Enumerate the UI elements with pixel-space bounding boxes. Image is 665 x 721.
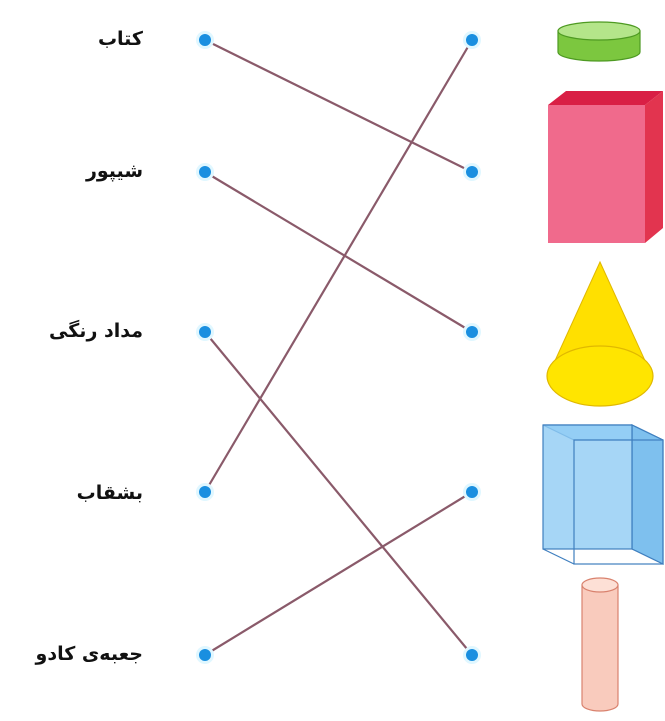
dot-tall-cylinder bbox=[466, 649, 478, 661]
word-label-plate: بشقاب bbox=[76, 482, 143, 504]
dot-cone bbox=[466, 326, 478, 338]
dot-plate bbox=[199, 486, 211, 498]
flat-cylinder-shape bbox=[557, 21, 641, 62]
cube-shape bbox=[542, 424, 664, 565]
connection-crayon-tall-cylinder bbox=[204, 331, 473, 656]
connection-plate-flat-cylinder bbox=[204, 39, 473, 493]
word-label-trumpet: شیپور bbox=[85, 160, 143, 182]
connection-trumpet-cone bbox=[204, 171, 473, 333]
dot-cube bbox=[466, 486, 478, 498]
right-dots bbox=[463, 31, 481, 664]
rectangular-prism-shape bbox=[548, 91, 663, 243]
dot-giftbox bbox=[199, 649, 211, 661]
dot-cuboid bbox=[466, 166, 478, 178]
dot-trumpet bbox=[199, 166, 211, 178]
connection-lines bbox=[204, 39, 473, 656]
dot-book bbox=[199, 34, 211, 46]
word-label-crayon: مداد رنگی bbox=[49, 320, 143, 342]
tall-cylinder-shape bbox=[581, 577, 619, 712]
left-dots bbox=[196, 31, 214, 664]
dot-flat-cylinder bbox=[466, 34, 478, 46]
cone-shape bbox=[546, 260, 654, 407]
dot-crayon bbox=[199, 326, 211, 338]
word-label-book: کتاب bbox=[97, 28, 143, 50]
connection-book-cuboid bbox=[204, 39, 473, 173]
word-label-giftbox: جعبه‌ی کادو bbox=[35, 643, 143, 665]
connection-giftbox-cube bbox=[204, 491, 473, 656]
